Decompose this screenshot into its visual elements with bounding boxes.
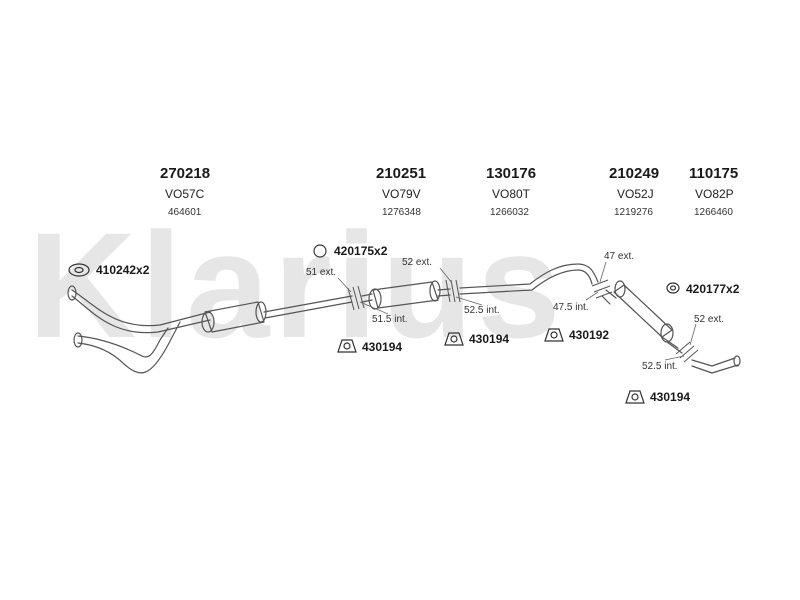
- leader-j1-ext: [337, 277, 352, 293]
- model-code: VO82P: [695, 187, 734, 201]
- leader-j4-int: [664, 355, 685, 361]
- rubber-mount-icon: [444, 332, 464, 346]
- ring-part-label[interactable]: 420175x2: [334, 244, 388, 258]
- ring-icon: [313, 244, 327, 258]
- rubber-mount-icon: [544, 328, 564, 342]
- joint-1-marks: [347, 285, 365, 311]
- intermediate-pipe[interactable]: [459, 263, 599, 295]
- reference-number: 1276348: [382, 207, 421, 218]
- joint-ext-label: 47 ext.: [604, 251, 635, 262]
- rear-silencer[interactable]: [601, 280, 683, 354]
- joint-int-label: 52.5 int.: [642, 361, 678, 372]
- ring-part-label[interactable]: 420177x2: [686, 282, 740, 296]
- mount-part-label[interactable]: 430192: [569, 328, 610, 342]
- gasket-part-label[interactable]: 410242x2: [96, 263, 150, 277]
- brand-watermark: Klarius: [28, 201, 565, 369]
- reference-number: 1219276: [614, 207, 653, 218]
- rubber-mount-icon: [625, 390, 645, 404]
- joint-ext-label: 52 ext.: [402, 257, 433, 268]
- part-number-210249[interactable]: 210249: [609, 165, 660, 182]
- model-code: VO80T: [492, 187, 531, 201]
- front-silencer[interactable]: [201, 295, 353, 333]
- tail-pipe[interactable]: [691, 355, 741, 374]
- model-code: VO79V: [382, 187, 421, 201]
- ring-icon: [666, 282, 680, 294]
- joint-ext-label: 51 ext.: [306, 267, 337, 278]
- leader-j2-int: [455, 296, 483, 306]
- leader-j2-ext: [439, 267, 453, 284]
- model-code: VO52J: [617, 187, 654, 201]
- reference-number: 1266032: [490, 207, 529, 218]
- mount-part-label[interactable]: 430194: [469, 332, 510, 346]
- mount-part-label[interactable]: 430194: [362, 340, 403, 354]
- leader-j1-int: [359, 301, 389, 315]
- joint-ext-label: 52 ext.: [694, 314, 725, 325]
- part-number-110175[interactable]: 110175: [689, 165, 739, 182]
- reference-number: 464601: [168, 207, 202, 218]
- part-number-270218[interactable]: 270218: [160, 165, 211, 182]
- part-number-210251[interactable]: 210251: [376, 165, 427, 182]
- joint-int-label: 52.5 int.: [464, 305, 500, 316]
- reference-number: 1266460: [694, 207, 733, 218]
- joint-2-marks: [445, 279, 461, 303]
- mount-part-label[interactable]: 430194: [650, 390, 691, 404]
- rubber-mount-icon: [337, 339, 357, 353]
- joint-4-marks: [675, 341, 699, 363]
- leader-j4-ext: [689, 323, 697, 346]
- part-number-130176[interactable]: 130176: [486, 165, 537, 182]
- joint-3-marks: [591, 279, 613, 299]
- front-downpipe[interactable]: [67, 285, 211, 374]
- joint-int-label: 47.5 int.: [553, 302, 589, 313]
- leader-j3-int: [585, 291, 599, 301]
- joint-int-label: 51.5 int.: [372, 314, 408, 325]
- middle-silencer[interactable]: [361, 280, 451, 310]
- gasket-icon: [68, 263, 90, 277]
- model-code: VO57C: [165, 187, 205, 201]
- leader-j3-ext: [599, 261, 607, 283]
